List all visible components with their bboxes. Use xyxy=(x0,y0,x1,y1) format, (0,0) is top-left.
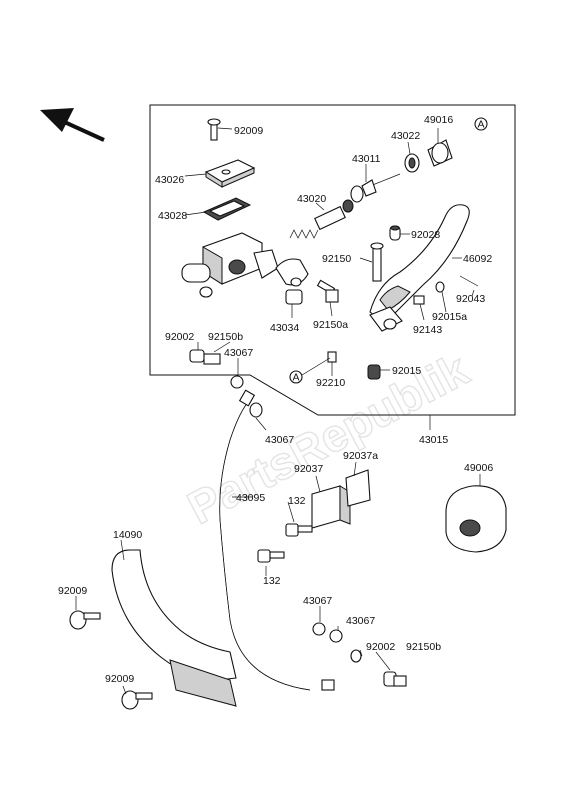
pivot-cap xyxy=(427,139,453,167)
lever-arm xyxy=(369,306,403,332)
label-92009-bot: 92009 xyxy=(105,673,134,685)
label-92150a: 92150a xyxy=(313,319,348,331)
reservoir-cap xyxy=(204,159,256,188)
label-92150b-bot: 92150b xyxy=(406,641,441,653)
dust-boot xyxy=(404,153,420,173)
diaphragm xyxy=(202,197,252,221)
label-49006: 49006 xyxy=(464,462,493,474)
svg-text:A: A xyxy=(478,119,485,131)
label-43067-d: 43067 xyxy=(346,615,375,627)
label-43034: 43034 xyxy=(270,322,299,334)
clutch-hose xyxy=(219,389,335,691)
direction-arrow-icon xyxy=(40,108,105,142)
label-43011: 43011 xyxy=(352,153,381,165)
label-43020: 43020 xyxy=(297,193,326,205)
master-cylinder-body xyxy=(181,232,279,298)
side-cover xyxy=(111,549,237,707)
callout-a-top: A xyxy=(474,117,488,131)
label-92210: 92210 xyxy=(316,377,345,389)
label-43022: 43022 xyxy=(391,130,420,142)
label-92043: 92043 xyxy=(456,293,485,305)
label-92009-top: 92009 xyxy=(234,125,263,137)
washer-43067-b xyxy=(249,402,263,418)
bracket-clamp xyxy=(275,258,309,305)
leader-lines xyxy=(75,127,481,695)
nut-92015 xyxy=(367,364,381,380)
label-92143: 92143 xyxy=(413,324,442,336)
label-14090: 14090 xyxy=(113,529,142,541)
label-132-b: 132 xyxy=(263,575,281,587)
label-49016: 49016 xyxy=(424,114,453,126)
label-92015: 92015 xyxy=(392,365,421,377)
svg-text:A: A xyxy=(293,372,300,384)
label-132-a: 132 xyxy=(288,495,306,507)
label-46092: 46092 xyxy=(463,253,492,265)
label-43067-a: 43067 xyxy=(224,347,253,359)
label-43028: 43028 xyxy=(158,210,187,222)
collar xyxy=(389,225,401,241)
washer-92210 xyxy=(327,351,337,363)
label-92015a: 92015a xyxy=(432,311,467,323)
label-92150b-top: 92150b xyxy=(208,331,243,343)
label-92009-mid: 92009 xyxy=(58,585,87,597)
screw-92009-mid xyxy=(69,610,101,630)
washer-43067-d xyxy=(329,629,343,643)
label-43095: 43095 xyxy=(236,492,265,504)
callout-a-bottom: A xyxy=(289,357,331,384)
label-43067-c: 43067 xyxy=(303,595,332,607)
lever-pin xyxy=(459,275,479,287)
part-labels: 92009 43026 43028 43022 49016 43011 4302… xyxy=(58,114,493,685)
screw-92009-bot xyxy=(121,690,153,710)
push-rod xyxy=(350,173,401,203)
clutch-lever xyxy=(369,204,470,319)
label-43015: 43015 xyxy=(419,434,448,446)
pivot-bolt xyxy=(370,242,384,282)
adjuster-parts xyxy=(413,281,445,305)
label-92037: 92037 xyxy=(294,463,323,475)
bolt-132-a xyxy=(285,523,313,537)
bolt-92150a xyxy=(316,279,339,303)
washer-43067-a xyxy=(230,375,244,389)
screw-92009 xyxy=(207,118,221,141)
washer-small xyxy=(350,649,362,663)
label-92150: 92150 xyxy=(322,253,351,265)
piston-spring xyxy=(289,199,354,239)
bolt-92002-bot xyxy=(383,671,407,687)
bolt-92002-top xyxy=(189,349,221,365)
label-92028: 92028 xyxy=(411,229,440,241)
label-92002-top: 92002 xyxy=(165,331,194,343)
label-43026: 43026 xyxy=(155,174,184,186)
hose-bracket xyxy=(311,469,371,529)
label-92002-bot: 92002 xyxy=(366,641,395,653)
label-43067-b: 43067 xyxy=(265,434,294,446)
assembly-frame xyxy=(149,104,516,416)
label-92037a: 92037a xyxy=(343,450,378,462)
washer-43067-c xyxy=(312,622,326,636)
lever-boot xyxy=(445,485,507,553)
bolt-132-b xyxy=(257,549,285,563)
